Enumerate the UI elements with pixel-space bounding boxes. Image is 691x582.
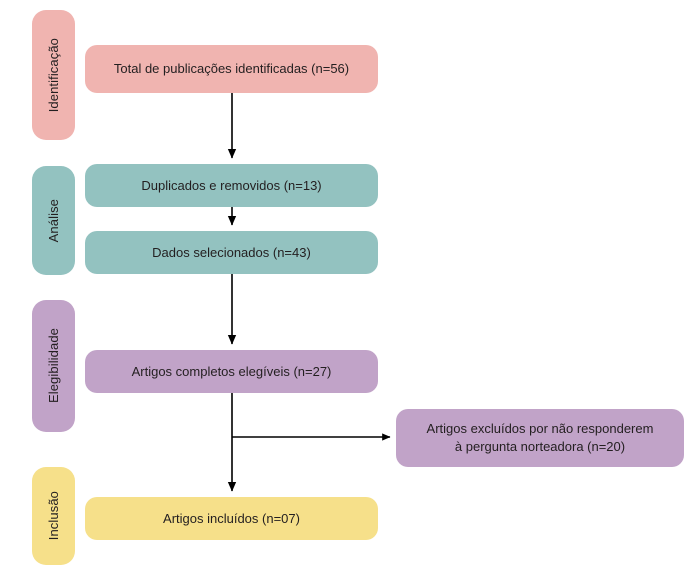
box-dados-selecionados: Dados selecionados (n=43)	[85, 231, 378, 274]
box-artigos-elegiveis: Artigos completos elegíveis (n=27)	[85, 350, 378, 393]
box-artigos-excluidos: Artigos excluídos por não responderem à …	[396, 409, 684, 467]
stage-tab-identificacao-label: Identificação	[46, 37, 61, 113]
stage-tab-elegibilidade-label: Elegibilidade	[46, 328, 61, 404]
stage-tab-inclusao: Inclusão	[32, 467, 75, 565]
box-duplicados-removidos-label: Duplicados e removidos (n=13)	[141, 177, 322, 193]
stage-tab-analise-label: Análise	[46, 198, 61, 243]
box-total-publicacoes: Total de publicações identificadas (n=56…	[85, 45, 378, 93]
box-artigos-incluidos-label: Artigos incluídos (n=07)	[163, 510, 300, 526]
box-artigos-elegiveis-label: Artigos completos elegíveis (n=27)	[131, 363, 332, 379]
stage-tab-identificacao: Identificação	[32, 10, 75, 140]
stage-tab-inclusao-label: Inclusão	[46, 491, 61, 541]
box-artigos-incluidos: Artigos incluídos (n=07)	[85, 497, 378, 540]
box-artigos-excluidos-label: Artigos excluídos por não responderem à …	[426, 421, 654, 454]
stage-tab-elegibilidade: Elegibilidade	[32, 300, 75, 432]
stage-tab-analise: Análise	[32, 166, 75, 275]
box-dados-selecionados-label: Dados selecionados (n=43)	[152, 244, 311, 260]
box-duplicados-removidos: Duplicados e removidos (n=13)	[85, 164, 378, 207]
box-total-publicacoes-label: Total de publicações identificadas (n=56…	[113, 61, 350, 77]
